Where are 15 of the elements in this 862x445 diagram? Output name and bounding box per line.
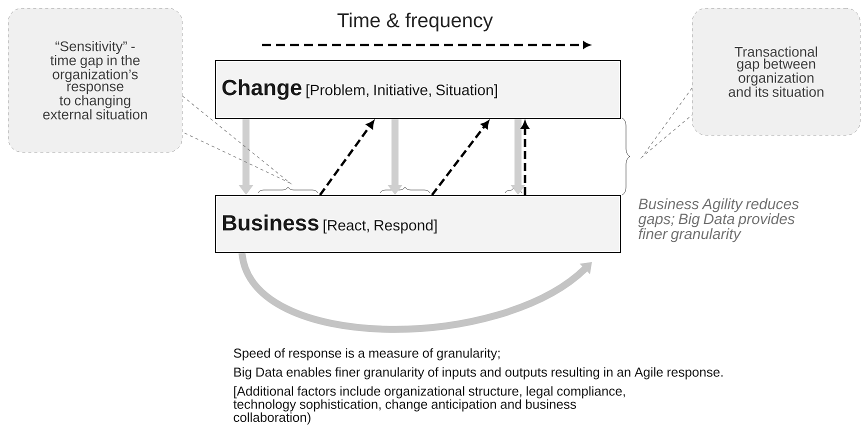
leader-line: [640, 88, 692, 160]
arrow-label: Time & frequency: [337, 12, 493, 32]
note-text: Big Data enables finer granularity of inputs and outputs resulting in an Agile response.: [234, 367, 723, 380]
dashed-arrow: [431, 120, 490, 196]
process-box: Business [React, Respond]: [215, 195, 621, 253]
dashed-arrow: [521, 121, 529, 195]
callout-bubble: “Sensitivity” - time gap in the organization’s response to changing external situation: [8, 8, 182, 152]
note-text: Business Agility reduces gaps; Big Data provides finer granularity: [638, 198, 799, 242]
dashed-arrow: [319, 120, 374, 196]
note-text: [Additional factors include organizational structure, legal compliance, technology sophistication, change anticipation and business collaboration): [233, 386, 625, 425]
leader-line: [182, 96, 292, 185]
callout-bubble: Transactional gap between organization and its situation: [692, 8, 860, 136]
note-text: Speed of response is a measure of granularity;: [234, 348, 500, 360]
block-arrow: [238, 252, 592, 333]
process-box: Change [Problem, Initiative, Situation]: [215, 60, 621, 119]
